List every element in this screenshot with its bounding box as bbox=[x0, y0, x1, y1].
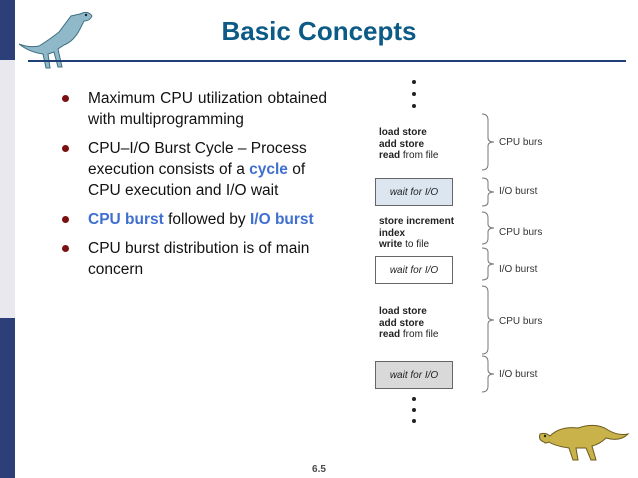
ellipsis-dot bbox=[412, 80, 416, 84]
bullet-text: CPU burst distribution is of main concer… bbox=[88, 240, 310, 278]
io-burst-label: I/O burst bbox=[499, 369, 538, 380]
bullet-list: Maximum CPU utilization obtained with mu… bbox=[62, 88, 327, 288]
cpu-burst-label: CPU burs bbox=[499, 316, 543, 327]
wait-io-box: wait for I/O bbox=[375, 256, 453, 284]
io-burst-label: I/O burst bbox=[499, 264, 538, 275]
bullet-item: CPU–I/O Burst Cycle – Process execution … bbox=[62, 138, 327, 201]
cpu-burst-label: CPU burs bbox=[499, 227, 543, 238]
dinosaur-logo-bottom bbox=[539, 424, 630, 461]
code-line: load store bbox=[379, 127, 427, 138]
ellipsis-dot bbox=[412, 92, 416, 96]
bullet-text: followed by bbox=[163, 211, 250, 228]
code-line: to file bbox=[402, 239, 430, 250]
cpu-burst-code-1: load store add store read from file bbox=[379, 127, 438, 162]
code-line: from file bbox=[400, 329, 439, 340]
io-burst-label: I/O burst bbox=[499, 186, 538, 197]
code-line: from file bbox=[400, 150, 439, 161]
ellipsis-dot bbox=[412, 419, 416, 423]
code-line: read bbox=[379, 150, 401, 161]
left-bar-segment bbox=[0, 318, 15, 478]
cpu-burst-code-3: load store add store read from file bbox=[379, 306, 438, 341]
title-underline bbox=[28, 60, 626, 62]
code-line: load store bbox=[379, 306, 427, 317]
bullet-item: CPU burst distribution is of main concer… bbox=[62, 238, 327, 280]
slide-title: Basic Concepts bbox=[221, 16, 417, 46]
code-line: add store bbox=[379, 138, 425, 150]
code-line: store increment bbox=[379, 216, 455, 227]
page-number: 6.5 bbox=[312, 464, 326, 475]
ellipsis-dot bbox=[412, 104, 416, 108]
wait-io-box: wait for I/O bbox=[375, 361, 453, 389]
left-decor-bar bbox=[0, 0, 15, 478]
dinosaur-logo-top bbox=[18, 11, 93, 69]
bullet-text: Maximum CPU utilization obtained with mu… bbox=[88, 90, 327, 128]
ellipsis-dot bbox=[412, 397, 416, 401]
ellipsis-dot bbox=[412, 408, 416, 412]
highlight-cpu-burst: CPU burst bbox=[88, 211, 164, 228]
bullet-item: Maximum CPU utilization obtained with mu… bbox=[62, 88, 327, 130]
cpu-burst-label: CPU burs bbox=[499, 137, 543, 148]
highlight-cycle: cycle bbox=[249, 161, 288, 178]
code-line: index bbox=[379, 227, 406, 239]
cpu-burst-code-2: store increment index write to file bbox=[379, 216, 454, 251]
bullet-item: CPU burst followed by I/O burst bbox=[62, 209, 327, 230]
bullet-text-tail: of CPU execution and I/O wait bbox=[88, 161, 306, 199]
code-line: read bbox=[379, 329, 401, 340]
code-line: write bbox=[379, 239, 403, 250]
bullet-text: CPU–I/O Burst Cycle – Process execution … bbox=[88, 140, 307, 178]
code-line: add store bbox=[379, 317, 425, 329]
highlight-io-burst: I/O burst bbox=[249, 211, 314, 228]
burst-braces bbox=[481, 113, 495, 393]
wait-io-box: wait for I/O bbox=[375, 178, 453, 206]
left-bar-segment bbox=[0, 0, 15, 60]
